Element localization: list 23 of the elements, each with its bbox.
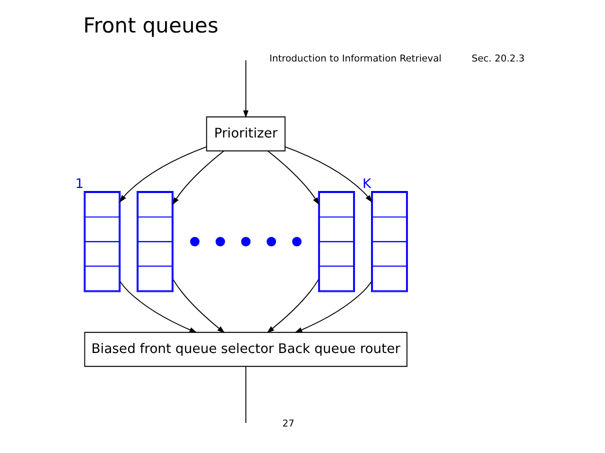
arrow — [172, 150, 224, 205]
node-box: Biased front queue selector Back queue router — [84, 332, 407, 367]
node-circle — [190, 236, 200, 246]
diagram-title: Front queues — [82, 13, 218, 38]
node-box: Prioritizer — [206, 116, 286, 152]
node-label: K — [362, 176, 371, 192]
label: Sec. 20.2.3 — [471, 54, 524, 65]
node-circle — [215, 236, 225, 246]
label: 27 — [282, 418, 294, 430]
label: Introduction to Information Retrieval — [268, 54, 442, 65]
node-circle — [240, 236, 250, 246]
node-circle — [266, 236, 276, 246]
arrow — [294, 281, 372, 333]
connector — [244, 366, 246, 424]
node-label: 1 — [74, 176, 84, 192]
arrow — [119, 281, 197, 333]
arrow — [266, 150, 319, 205]
arrow — [118, 146, 206, 203]
arrow — [266, 278, 319, 334]
arrow — [172, 278, 224, 334]
node-circle — [292, 236, 302, 246]
arrow — [284, 146, 372, 203]
arrow — [242, 60, 248, 118]
